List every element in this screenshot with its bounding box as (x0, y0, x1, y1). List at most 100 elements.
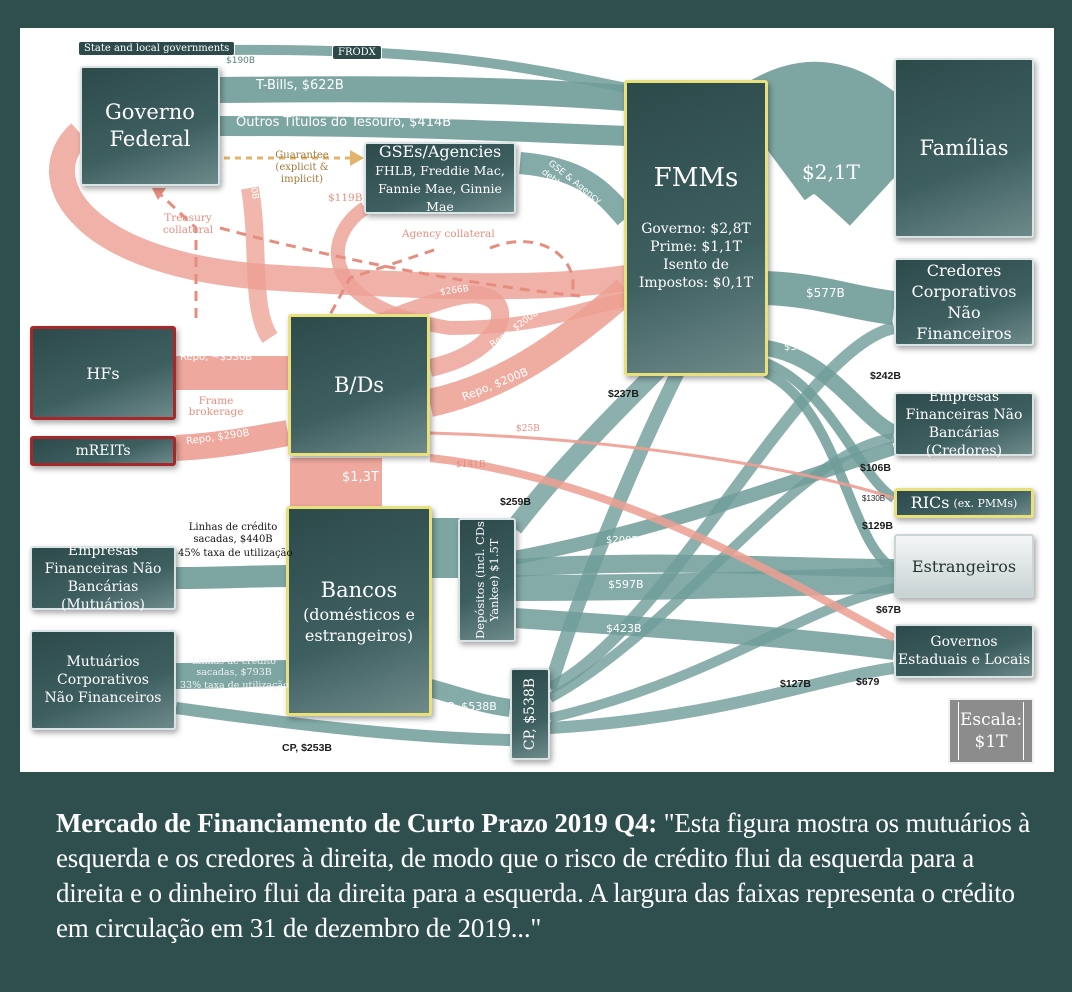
repo-hf-label: Repo, ~$530B (180, 352, 253, 363)
frodx-tag: FRODX (332, 45, 382, 60)
efnb-credores-label: Empresas Financeiras Não Bancárias (Cred… (905, 389, 1023, 459)
flow-dep-estr-2 (513, 554, 895, 577)
flow-360 (241, 186, 278, 343)
rics-node: RICs (ex. PMMs) (894, 488, 1034, 518)
s127-label: $127B (780, 678, 811, 690)
s141-label: $141B (456, 460, 486, 470)
flow-fmm-cred (765, 271, 897, 325)
s25-label: $25B (516, 424, 540, 434)
rics-label: RICs (910, 493, 950, 512)
s119-label: $119B (328, 192, 363, 204)
flow-outros (219, 116, 627, 146)
scale-legend: Escala: $1T (948, 698, 1034, 764)
governo-federal-node: Governo Federal (80, 66, 220, 186)
s130-label: $130B (862, 494, 886, 503)
hfs-node: HFs (30, 326, 176, 420)
s309-label: $309B (784, 342, 817, 353)
s21t-label: $2,1T (802, 160, 860, 184)
estrangeiros-node: Estrangeiros (894, 534, 1034, 598)
figure-caption: Mercado de Financiamento de Curto Prazo … (56, 806, 1036, 946)
outros-label: Outros Títulos do Tesouro, $414B (236, 115, 452, 130)
flow-cp-gov (549, 662, 895, 734)
linhas-taxa-1: 45% taxa de utilização (178, 548, 293, 559)
s679-label: $679 (856, 676, 880, 688)
s577-label: $577B (806, 286, 845, 300)
s129-label: $129B (862, 520, 893, 532)
scale-value: $1T (974, 732, 1008, 752)
flow-state-local (215, 44, 628, 93)
mutuarios-corp-node: Mutuários Corporativos Não Financeiros (30, 630, 176, 730)
s67-label: $67B (876, 604, 902, 616)
mutuarios-corp-label: Mutuários Corporativos Não Financeiros (44, 654, 162, 706)
fmms-node: FMMs Governo: $2,8T Prime: $1,1T Isento … (624, 80, 768, 376)
scale-bar-right (1023, 702, 1024, 760)
guarantee-label: Guarantee (explicit & implicit) (275, 150, 329, 185)
bds-node: B/Ds (288, 314, 430, 456)
credores-corp-label: Credores Corporativos Não Financeiros (911, 261, 1017, 343)
efnb-credores-node: Empresas Financeiras Não Bancárias (Cred… (894, 389, 1034, 459)
flow-fmm-estr (763, 368, 897, 573)
linhas-sacadas-1: Linhas de crédito sacadas, $440B (188, 522, 278, 545)
fmms-title: FMMs (653, 162, 739, 193)
governo-federal-label: Governo Federal (105, 100, 195, 151)
gses-node: GSEs/Agencies FHLB, Freddie Mac, Fannie … (364, 142, 516, 214)
rics-sublabel: (ex. PMMs) (953, 496, 1018, 510)
flow-fmm-familias (727, 61, 939, 226)
treasury-collateral-line (158, 192, 198, 318)
flow-mreit-bds (175, 420, 291, 461)
flow-fmm-rics (764, 358, 897, 503)
deposits-label: Depósitos (incl. CDs Yankee) $1.5T (473, 521, 501, 639)
cp253-label: CP, $253B (282, 742, 333, 754)
credores-corp-node: Credores Corporativos Não Financeiros (894, 258, 1034, 346)
s237-label: $237B (608, 388, 639, 400)
governos-estaduais-node: Governos Estaduais e Locais (894, 624, 1034, 678)
agency-collateral-label: Agency collateral (402, 228, 495, 240)
cp-node: CP, $538B (510, 668, 550, 760)
flow-cp-cred (547, 322, 896, 694)
linhas-sacadas-2: Linhas de crédito sacadas, $793B (191, 656, 276, 678)
flow-fmm-cp (543, 364, 687, 691)
flow-efnb-bancos (175, 565, 289, 589)
bds-label: B/Ds (333, 372, 385, 397)
treasury-arrowhead (152, 188, 166, 200)
flow-tbills (219, 76, 627, 111)
flow-25 (429, 431, 895, 500)
flow-cp-estr (548, 583, 896, 723)
frame-brokerage-label: Frame brokerage (188, 395, 244, 418)
flow-fmm-dep (506, 361, 667, 534)
s106-label: $106B (860, 462, 891, 474)
guarantee-arrowhead (350, 150, 364, 166)
s13t-label: $1,3T (342, 470, 379, 485)
efnb-mutuarios-node: Empresas Financeiras Não Bancárias (Mutu… (30, 543, 176, 613)
linhas-taxa-2: 33% taxa de utilização (180, 680, 289, 691)
mreits-node: mREITs (30, 436, 176, 466)
gses-title: GSEs/Agencies (378, 141, 502, 161)
gses-subtitle: FHLB, Freddie Mac, Fannie Mae, Ginnie Ma… (375, 162, 505, 214)
flow-gov-loop (49, 123, 628, 300)
caption-title: Mercado de Financiamento de Curto Prazo … (56, 808, 658, 838)
familias-label: Famílias (919, 135, 1009, 160)
flow-cp-efnb (547, 433, 895, 703)
fmms-subtitle: Governo: $2,8T Prime: $1,1T Isento de Im… (638, 220, 754, 291)
flow-fmm-efnb (764, 340, 898, 441)
flow-gse-loop (330, 202, 628, 336)
cp538-label: CP, $538B (440, 700, 497, 713)
flow-bancos-cp (427, 679, 512, 717)
deposits-node: Depósitos (incl. CDs Yankee) $1.5T (458, 518, 516, 642)
bancos-node: Bancos (domésticos e estrangeiros) (286, 506, 432, 716)
collateral-dash-long (219, 226, 581, 298)
mreits-label: mREITs (75, 443, 131, 459)
treasury-collateral-label: Treasury collateral (162, 212, 214, 236)
flow-dep-estr-3 (513, 567, 895, 601)
s200-label: $200B (606, 535, 639, 546)
cp-label: CP, $538B (522, 677, 538, 751)
collateral-dash-right (489, 240, 575, 294)
s190-label: $190B (226, 56, 256, 66)
state-local-node: State and local governments (78, 41, 236, 56)
flow-cp253 (175, 702, 511, 746)
flow-141 (429, 454, 896, 642)
diagram-canvas: State and local governments FRODX Govern… (20, 28, 1054, 772)
s423-label: $423B (606, 622, 642, 635)
bancos-title: Bancos (320, 577, 398, 602)
